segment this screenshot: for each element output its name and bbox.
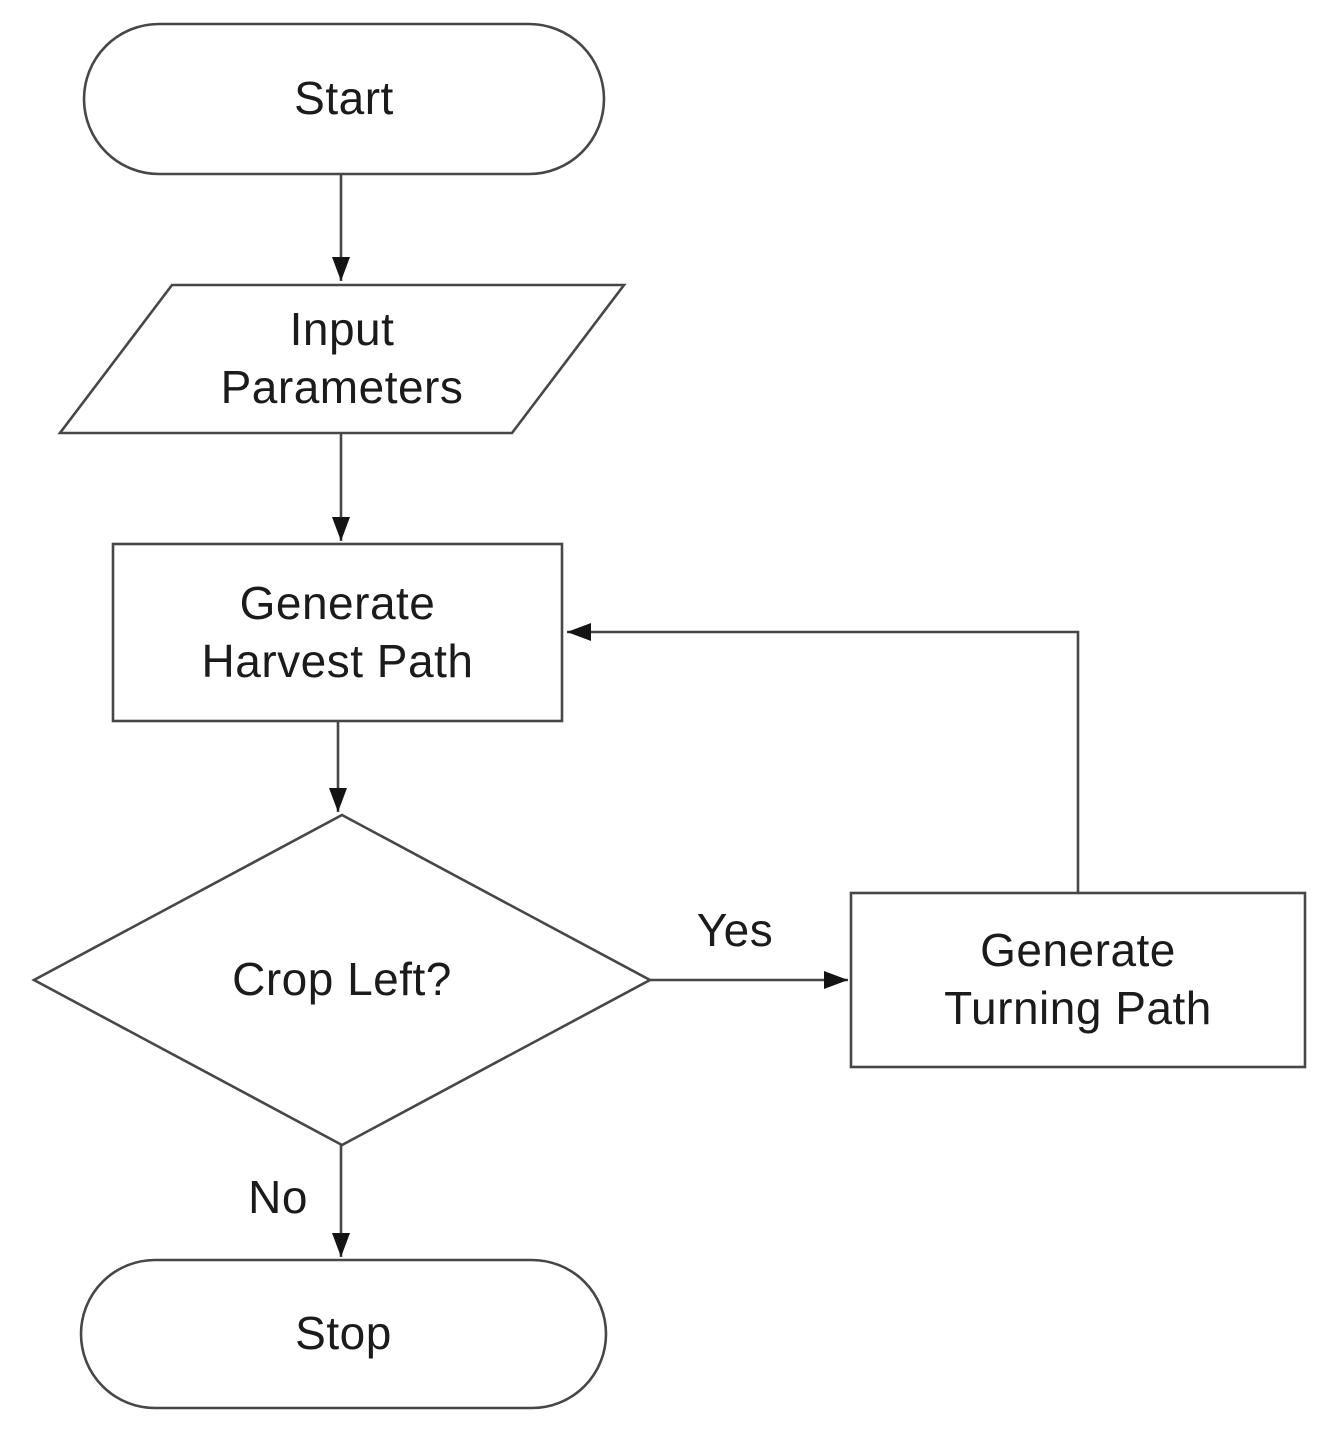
generate-turning-path-shape [849, 891, 1307, 1069]
crop-left-decision-shape [31, 813, 653, 1147]
input-parallelogram-shape [57, 283, 627, 435]
stop-terminator-shape [79, 1258, 608, 1410]
edge-turning-to-harvest-loop [567, 623, 1080, 895]
generate-harvest-path-shape [111, 542, 564, 723]
start-terminator-shape [82, 22, 606, 176]
